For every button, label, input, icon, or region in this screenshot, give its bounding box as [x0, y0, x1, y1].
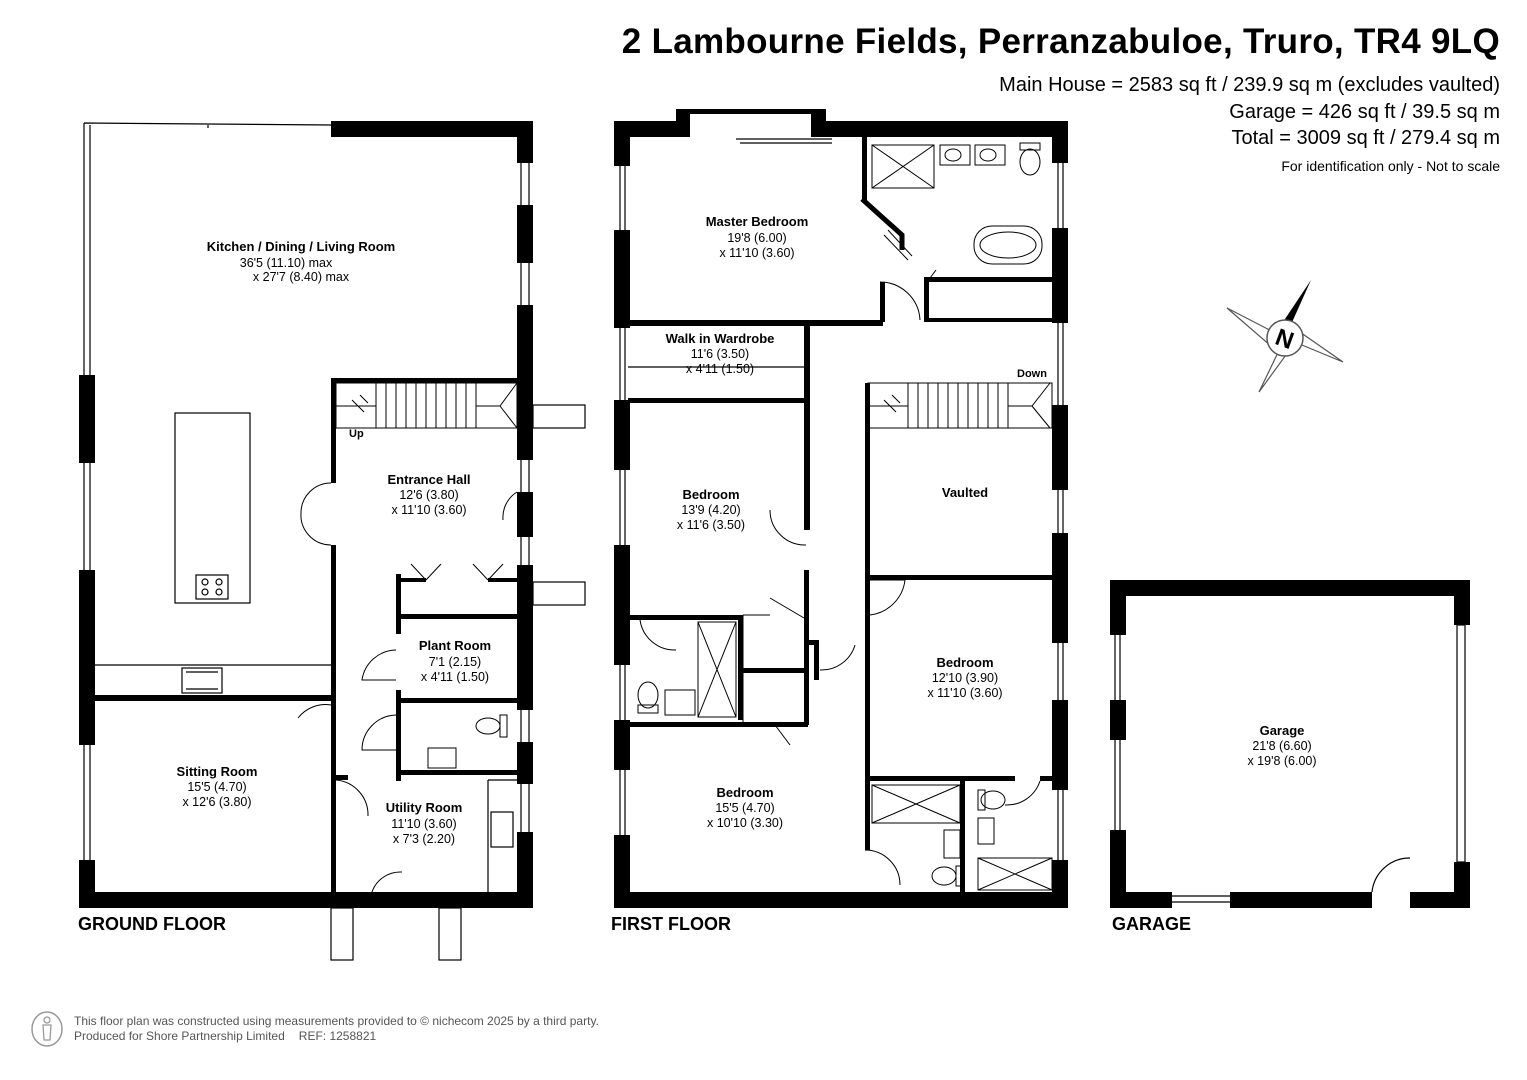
kitchen-dim-1: 36'5 (11.10) max [240, 256, 333, 270]
stairs-up-label: Up [349, 428, 364, 440]
scale-disclaimer: For identification only - Not to scale [1281, 158, 1500, 174]
footer-disclaimer: This floor plan was constructed using me… [74, 1014, 599, 1028]
garage-dim-2: x 19'8 (6.00) [1247, 754, 1316, 768]
ground-floor-walls [79, 121, 533, 908]
bedroom-3-name: Bedroom [936, 655, 993, 670]
entrance-hall-name: Entrance Hall [387, 472, 470, 487]
bedroom-3-dim-2: x 11'10 (3.60) [927, 686, 1002, 700]
ground-floor-windows [83, 122, 530, 860]
first-floor-fittings [637, 142, 1053, 891]
garage-name: Garage [1260, 723, 1305, 738]
garage-dim-1: 21'8 (6.60) [1252, 739, 1311, 753]
plant-room-dim-1: 7'1 (2.15) [429, 655, 481, 669]
person-logo-icon [31, 1011, 63, 1047]
ground-floor-plan [79, 121, 586, 961]
ground-floor-label: GROUND FLOOR [78, 914, 226, 934]
property-address: 2 Lambourne Fields, Perranzabuloe, Truro… [621, 22, 1500, 61]
entrance-hall-dim-2: x 11'10 (3.60) [391, 503, 466, 517]
bedroom-2-dim-1: 13'9 (4.20) [681, 503, 740, 517]
utility-room-dim-2: x 7'3 (2.20) [393, 832, 455, 846]
garage-windows [1114, 624, 1466, 903]
compass-north-arrow: N [1226, 280, 1344, 393]
bedroom-2-dim-2: x 11'6 (3.50) [677, 518, 745, 532]
garage-plan [1110, 580, 1470, 908]
utility-room-name: Utility Room [386, 800, 463, 815]
first-floor-windows [619, 138, 1064, 903]
kitchen-dim-2: x 27'7 (8.40) max [253, 270, 350, 284]
kitchen-name: Kitchen / Dining / Living Room [207, 239, 396, 254]
ground-floor-doors [297, 482, 518, 893]
first-floor-walls [614, 109, 1068, 908]
garage-floor-label: GARAGE [1112, 914, 1192, 934]
bedroom-2-name: Bedroom [682, 487, 739, 502]
sitting-room-dim-1: 15'5 (4.70) [187, 780, 246, 794]
first-floor-label: FIRST FLOOR [611, 914, 731, 934]
total-area: Total = 3009 sq ft / 279.4 sq m [1231, 127, 1501, 149]
master-bedroom-dim-1: 19'8 (6.00) [727, 231, 786, 245]
plant-room-name: Plant Room [419, 638, 491, 653]
bedroom-3-dim-1: 12'10 (3.90) [932, 671, 998, 685]
stairs-down-label: Down [1017, 368, 1047, 380]
kitchen-fittings [95, 412, 517, 892]
sitting-room-name: Sitting Room [177, 764, 258, 779]
footer-producer-text: Produced for Shore Partnership Limited [74, 1029, 285, 1043]
first-floor-stairs [867, 382, 1053, 429]
walk-in-wardrobe-dim-2: x 4'11 (1.50) [686, 362, 754, 376]
bedroom-4-dim-2: x 10'10 (3.30) [707, 816, 783, 830]
sitting-room-dim-2: x 12'6 (3.80) [182, 795, 251, 809]
external-steps [330, 404, 586, 961]
footer-producer: Produced for Shore Partnership Limited RE… [74, 1029, 376, 1043]
walk-in-wardrobe-dim-1: 11'6 (3.50) [691, 347, 749, 361]
entrance-hall-dim-1: 12'6 (3.80) [399, 488, 458, 502]
room-labels: Kitchen / Dining / Living Room 36'5 (11.… [177, 214, 1317, 846]
main-house-area: Main House = 2583 sq ft / 239.9 sq m (ex… [999, 74, 1500, 96]
master-bedroom-dim-2: x 11'10 (3.60) [719, 246, 794, 260]
walk-in-wardrobe-name: Walk in Wardrobe [666, 331, 775, 346]
garage-walls [1110, 580, 1470, 908]
utility-room-dim-1: 11'10 (3.60) [391, 817, 456, 831]
bedroom-4-name: Bedroom [716, 785, 773, 800]
footer-ref: REF: 1258821 [298, 1029, 377, 1043]
first-floor-plan [614, 109, 1068, 908]
bedroom-4-dim-1: 15'5 (4.70) [715, 801, 774, 815]
garage-area: Garage = 426 sq ft / 39.5 sq m [1229, 101, 1500, 123]
master-bedroom-name: Master Bedroom [706, 214, 809, 229]
ground-floor-stairs [335, 382, 518, 429]
vaulted-name: Vaulted [942, 485, 988, 500]
plant-room-dim-2: x 4'11 (1.50) [421, 670, 489, 684]
